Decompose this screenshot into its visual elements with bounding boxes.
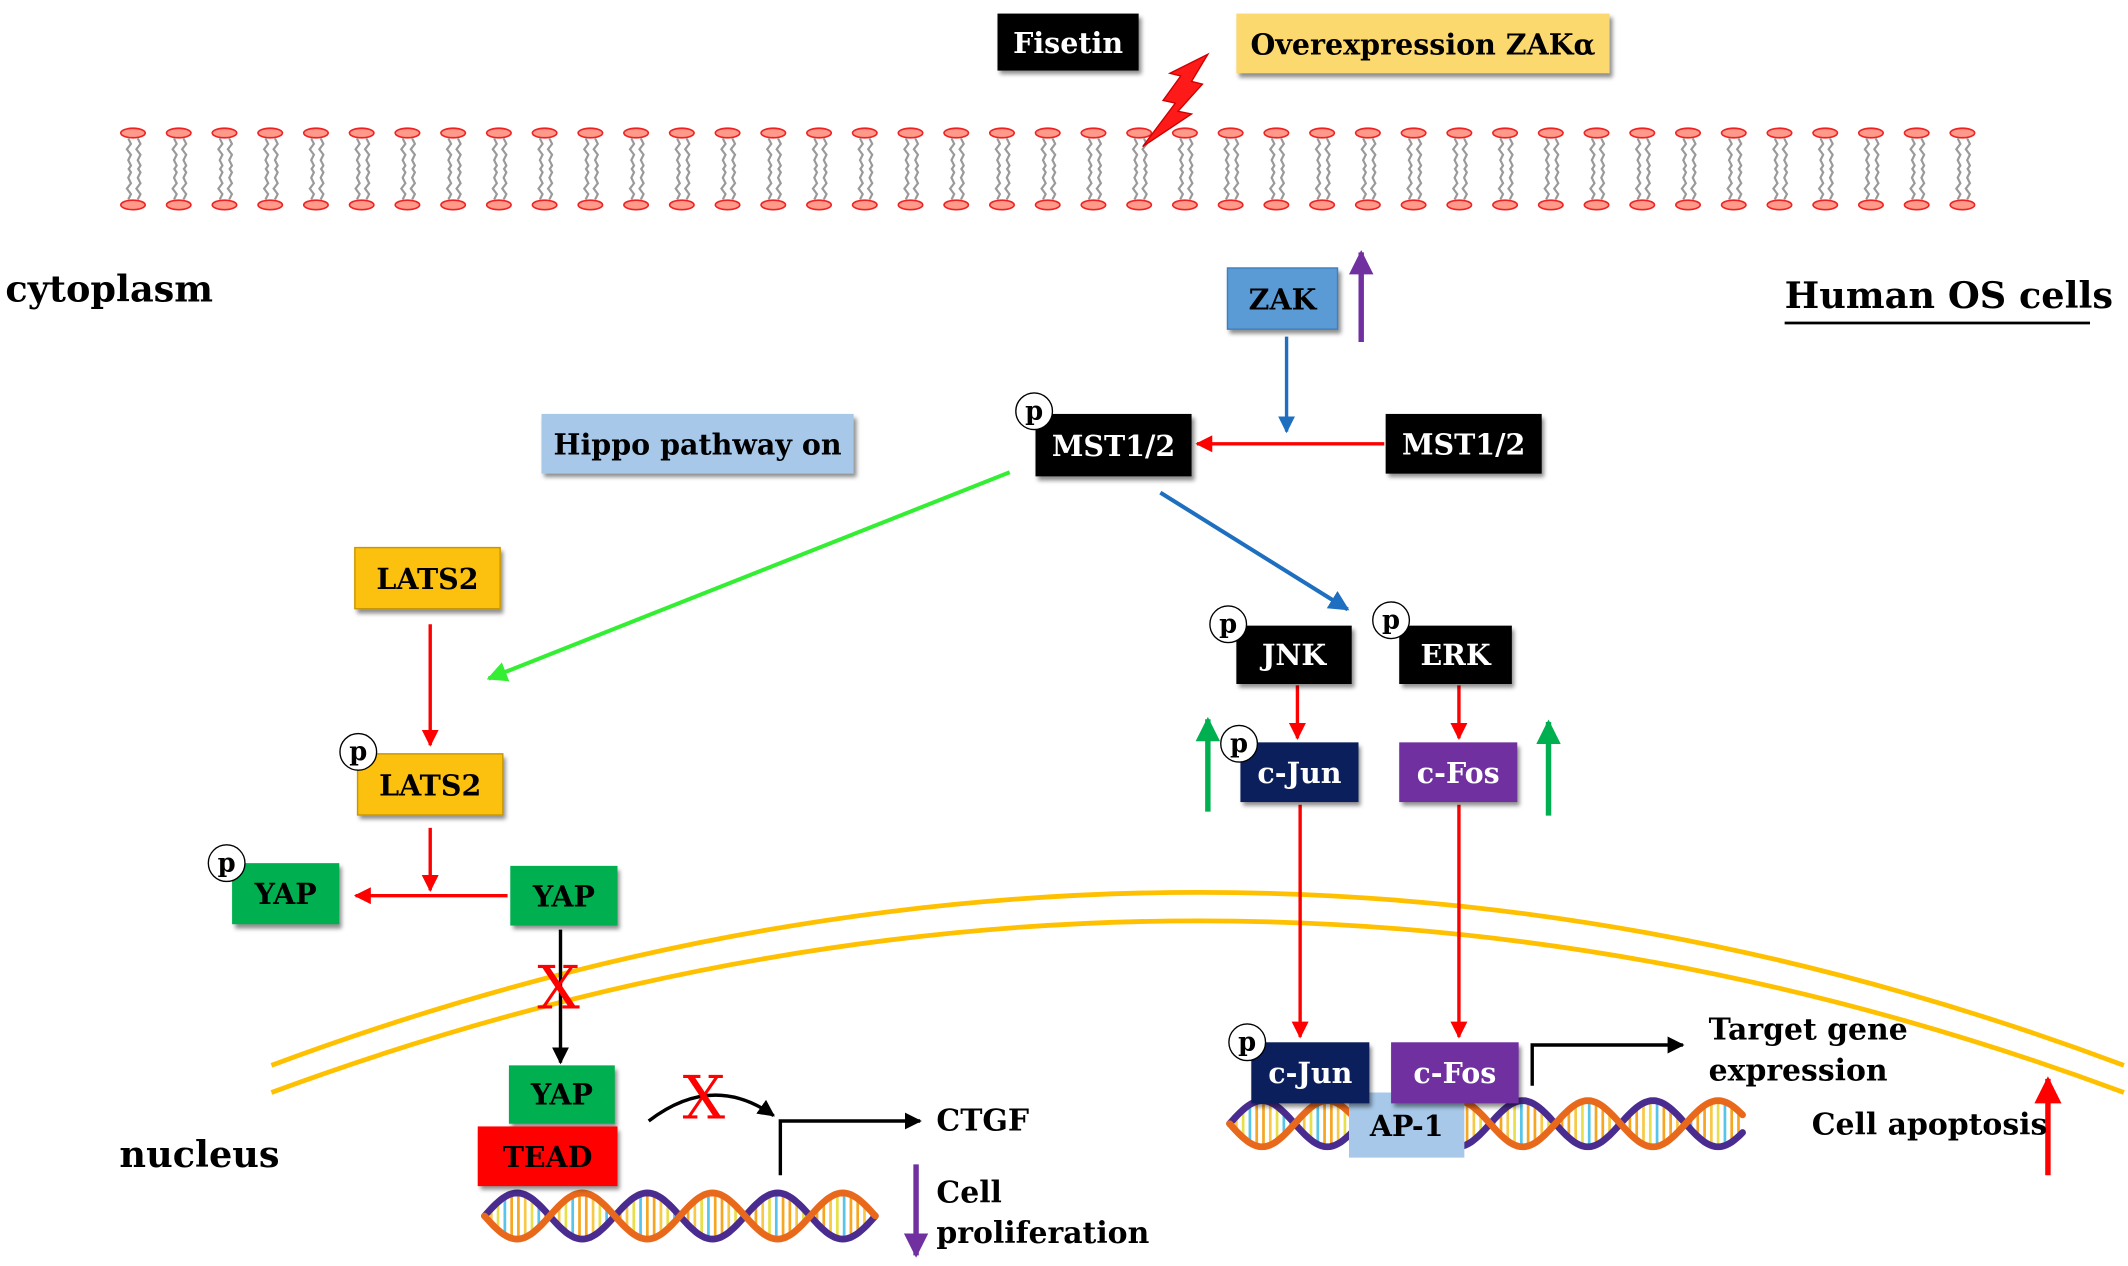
yap-tead-curve-arrow — [647, 1093, 775, 1123]
phospholipid — [1629, 127, 1656, 211]
phospholipid — [668, 127, 695, 211]
target-gene-label-2: expression — [1708, 1053, 1888, 1089]
phospholipid — [1949, 127, 1976, 211]
hippo-pathway-box: Hippo pathway on — [541, 413, 854, 474]
phospholipid — [348, 127, 375, 211]
phospholipid — [1171, 127, 1198, 211]
c-jun-nuclear-box: c-Jun — [1251, 1042, 1370, 1104]
phospholipid — [119, 127, 147, 211]
phospho-badge: p — [1209, 605, 1248, 644]
p-mst12-box: MST1/2 — [1035, 413, 1192, 477]
phospholipid — [165, 127, 192, 211]
p-yap-box: YAP — [232, 863, 340, 925]
phospholipid — [988, 127, 1016, 211]
phospholipid — [1309, 127, 1336, 211]
nuclear-envelope-outer — [270, 889, 2125, 1068]
phospholipid — [1400, 127, 1427, 211]
dna-helix-icon — [481, 1189, 879, 1243]
phospho-badge: p — [1015, 392, 1054, 431]
phospholipid — [440, 127, 467, 211]
mst-to-lats2-arrow — [486, 470, 1011, 682]
erk-box: ERK — [1399, 625, 1512, 685]
phospholipid — [943, 127, 970, 211]
phospholipid — [1492, 127, 1519, 211]
phospholipid — [1537, 127, 1564, 211]
phospholipid — [806, 127, 833, 211]
phospho-badge: p — [1220, 724, 1259, 763]
jnk-box: JNK — [1236, 625, 1352, 685]
ctgf-promoter-arrow — [778, 1112, 922, 1176]
phospholipid — [302, 127, 329, 211]
phospholipid — [394, 127, 421, 211]
ctgf-transcription-block-x: X — [682, 1064, 726, 1134]
phospholipid — [257, 127, 284, 211]
yap-nuclear-box: YAP — [508, 1065, 615, 1124]
mst12-box: MST1/2 — [1385, 413, 1542, 474]
c-fos-box: c-Fos — [1399, 742, 1518, 803]
c-fos-nuclear-box: c-Fos — [1391, 1042, 1519, 1104]
cell-apoptosis-label: Cell apoptosis — [1811, 1107, 2048, 1143]
phospholipid — [897, 127, 924, 211]
cell-proliferation-label-1: Cell — [936, 1175, 1002, 1211]
phospholipid — [1126, 127, 1153, 211]
p-lats2-box: LATS2 — [356, 753, 504, 816]
cytoplasm-label: cytoplasm — [5, 268, 214, 311]
nuclear-envelope-inner — [270, 918, 2125, 1095]
mst-to-jnk-erk-arrow — [1159, 490, 1350, 612]
phospho-badge: p — [207, 844, 246, 883]
phospholipid — [1812, 127, 1839, 211]
phospholipid — [577, 127, 604, 211]
lightning-bolt-icon — [1142, 52, 1210, 148]
phospholipid — [623, 127, 650, 211]
phospholipid — [1857, 127, 1884, 211]
fisetin-box: Fisetin — [997, 13, 1139, 71]
phospholipid — [1674, 127, 1702, 211]
phospholipid — [1583, 127, 1610, 211]
cell-membrane-bilayer — [119, 127, 1976, 211]
nucleus-label: nucleus — [119, 1134, 280, 1177]
cell-proliferation-label-2: proliferation — [936, 1216, 1150, 1252]
phospho-badge: p — [1228, 1023, 1267, 1062]
phospholipid — [760, 127, 787, 211]
lats2-box: LATS2 — [354, 546, 501, 610]
phospho-badge: p — [339, 732, 378, 771]
phospholipid — [1354, 127, 1381, 211]
phospholipid — [1446, 127, 1473, 211]
zak-box: ZAK — [1226, 267, 1339, 330]
target-gene-label-1: Target gene — [1708, 1012, 1908, 1048]
phospholipid — [1720, 127, 1747, 211]
phospholipid — [1217, 127, 1244, 211]
phospholipid — [851, 127, 878, 211]
phospholipid — [714, 127, 741, 211]
phospholipid — [211, 127, 238, 211]
phospholipid — [485, 127, 512, 211]
yap-box: YAP — [510, 865, 618, 926]
phospholipid — [1903, 127, 1930, 211]
phospholipid — [1080, 127, 1107, 211]
dna-helix-icon — [1226, 1097, 1746, 1151]
phospholipid — [1263, 127, 1290, 211]
tead-box: TEAD — [477, 1126, 618, 1187]
phospholipid — [531, 127, 558, 211]
overexpression-zak-box: Overexpression ZAKα — [1236, 13, 1610, 74]
phospholipid — [1034, 127, 1061, 211]
ctgf-label: CTGF — [936, 1103, 1030, 1139]
human-os-cells-label: Human OS cells — [1784, 275, 2114, 318]
yap-translocation-block-x: X — [537, 954, 580, 1024]
phospholipid — [1766, 127, 1793, 211]
phospho-badge: p — [1372, 601, 1411, 640]
c-jun-box: c-Jun — [1240, 742, 1359, 803]
target-gene-promoter-arrow — [1530, 1036, 1685, 1086]
